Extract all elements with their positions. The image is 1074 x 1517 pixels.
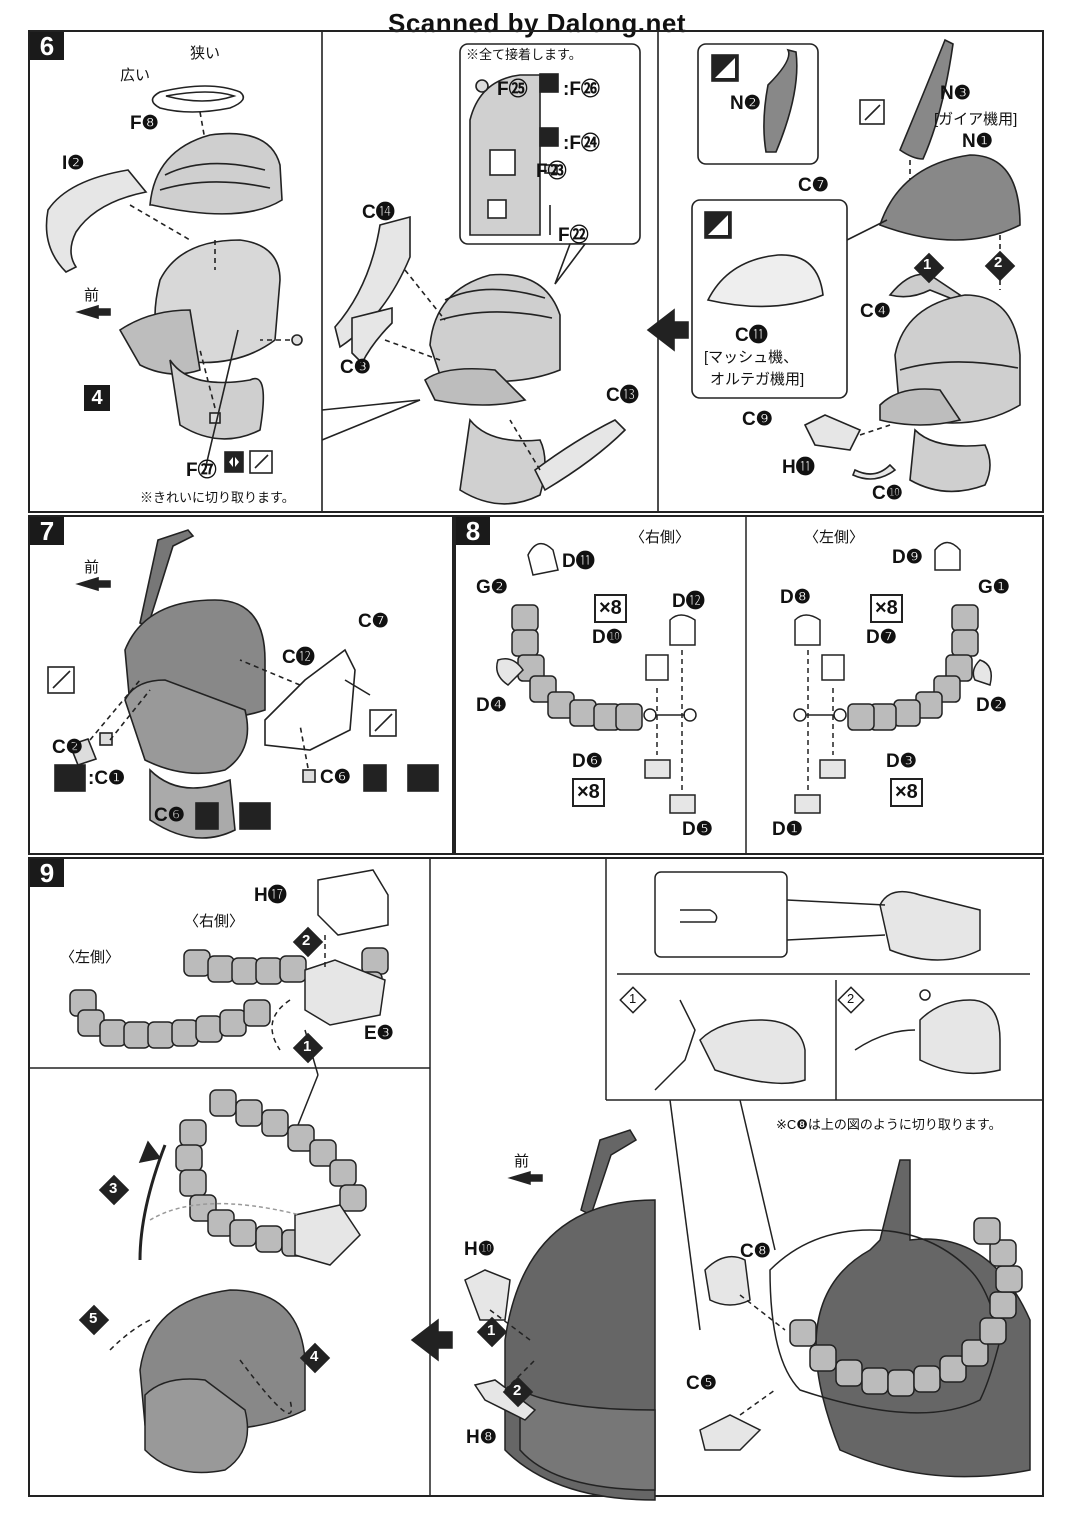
cut-note: ※きれいに切り取ります。 (140, 490, 295, 505)
label-d1: D❶ (772, 819, 803, 840)
label-c14: C⓮ (362, 202, 395, 223)
marker-9b-2: 2 (513, 1382, 522, 1399)
label-c5: C❺ (686, 1373, 717, 1394)
label-h10: H❿ (464, 1239, 495, 1260)
box4: 4 (84, 385, 110, 411)
label-c11: C⓫ (735, 325, 768, 346)
label-left-8: 〈左側〉 (804, 529, 865, 546)
marker-9-3: 3 (109, 1180, 118, 1197)
label-c6b: C❻ (320, 767, 351, 788)
marker-step-2: 2 (994, 254, 1003, 271)
label-mash: [マッシュ機、 (704, 349, 799, 366)
label-c1: :C❶ (88, 768, 126, 789)
label-f22: F㉒ (558, 225, 589, 246)
marker-9-1: 1 (303, 1038, 312, 1055)
label-f24: :F㉔ (563, 133, 600, 154)
label-d4: D❹ (476, 695, 507, 716)
label-i2: I❷ (62, 153, 85, 174)
label-f23: F㉓ (536, 161, 567, 182)
label-right-8: 〈右側〉 (630, 529, 691, 546)
step7-panel (28, 515, 454, 855)
count-x8-d: ×8 (890, 778, 923, 807)
marker-9-4: 4 (310, 1348, 319, 1365)
nipper-step-2: 2 (847, 991, 855, 1006)
step7-number: 7 (30, 517, 64, 545)
label-n2: N❷ (730, 93, 761, 114)
label-g1: G❶ (978, 577, 1010, 598)
label-left-9: 〈左側〉 (60, 949, 121, 966)
label-c12: C⓬ (282, 647, 315, 668)
label-c7-s7: C❼ (358, 611, 389, 632)
step8-number: 8 (456, 517, 490, 545)
step6-number: 6 (30, 32, 64, 60)
label-g2: G❷ (476, 577, 508, 598)
label-f27: F㉗ (186, 460, 217, 481)
label-d7: D❼ (866, 627, 897, 648)
label-d3: D❸ (886, 751, 917, 772)
c8-note: ※C❽は上の図のように切り取ります。 (776, 1117, 1002, 1132)
label-h11: H⓫ (782, 457, 815, 478)
label-d12: D⓬ (672, 591, 705, 612)
label-d8: D❽ (780, 587, 811, 608)
label-c9: C❾ (742, 409, 773, 430)
label-front: 前 (84, 287, 100, 304)
label-f8: F❽ (130, 113, 159, 134)
label-ortega: オルテガ機用] (710, 371, 805, 388)
step6-panel (28, 30, 1044, 513)
label-n1: N❶ (962, 131, 993, 152)
count-x8-a: ×8 (594, 594, 627, 623)
label-c8: C❽ (740, 1241, 771, 1262)
marker-9-2: 2 (302, 932, 311, 949)
label-front-7: 前 (84, 559, 100, 576)
label-narrow: 狭い (190, 45, 221, 62)
marker-9-5: 5 (89, 1310, 98, 1327)
count-x8-c: ×8 (870, 594, 903, 623)
marker-step-1: 1 (923, 256, 932, 273)
step8-panel (454, 515, 1044, 855)
label-front-9: 前 (514, 1153, 530, 1170)
label-n3: N❸ (940, 83, 971, 104)
label-c7-s6: C❼ (798, 175, 829, 196)
label-h8: H❽ (466, 1427, 497, 1448)
label-h17: H⓱ (254, 885, 287, 906)
label-c10: C❿ (872, 483, 903, 504)
label-d6: D❻ (572, 751, 603, 772)
label-c4: C❹ (860, 301, 891, 322)
label-d2: D❷ (976, 695, 1007, 716)
label-d9: D❾ (892, 547, 923, 568)
marker-9b-1: 1 (487, 1322, 496, 1339)
label-c6a: C❻ (154, 805, 185, 826)
label-gaia: [ガイア機用] (934, 111, 1018, 128)
count-x8-b: ×8 (572, 778, 605, 807)
label-e3: E❸ (364, 1023, 394, 1044)
label-c2: C❷ (52, 737, 83, 758)
step9-panel (28, 857, 1044, 1497)
label-c13: C⓭ (606, 385, 639, 406)
step9-number: 9 (30, 859, 64, 887)
label-f26: :F㉖ (563, 79, 600, 100)
nipper-step-1: 1 (629, 991, 637, 1006)
watermark: Scanned by Dalong.net (388, 8, 686, 38)
label-d10: D❿ (592, 627, 623, 648)
label-c3: C❸ (340, 357, 371, 378)
label-d5: D❺ (682, 819, 713, 840)
label-right-9: 〈右側〉 (184, 913, 245, 930)
label-d11: D⓫ (562, 551, 595, 572)
label-wide: 広い (120, 67, 151, 84)
glue-note: ※全て接着します。 (466, 47, 582, 62)
label-f25: F㉕ (497, 79, 528, 100)
